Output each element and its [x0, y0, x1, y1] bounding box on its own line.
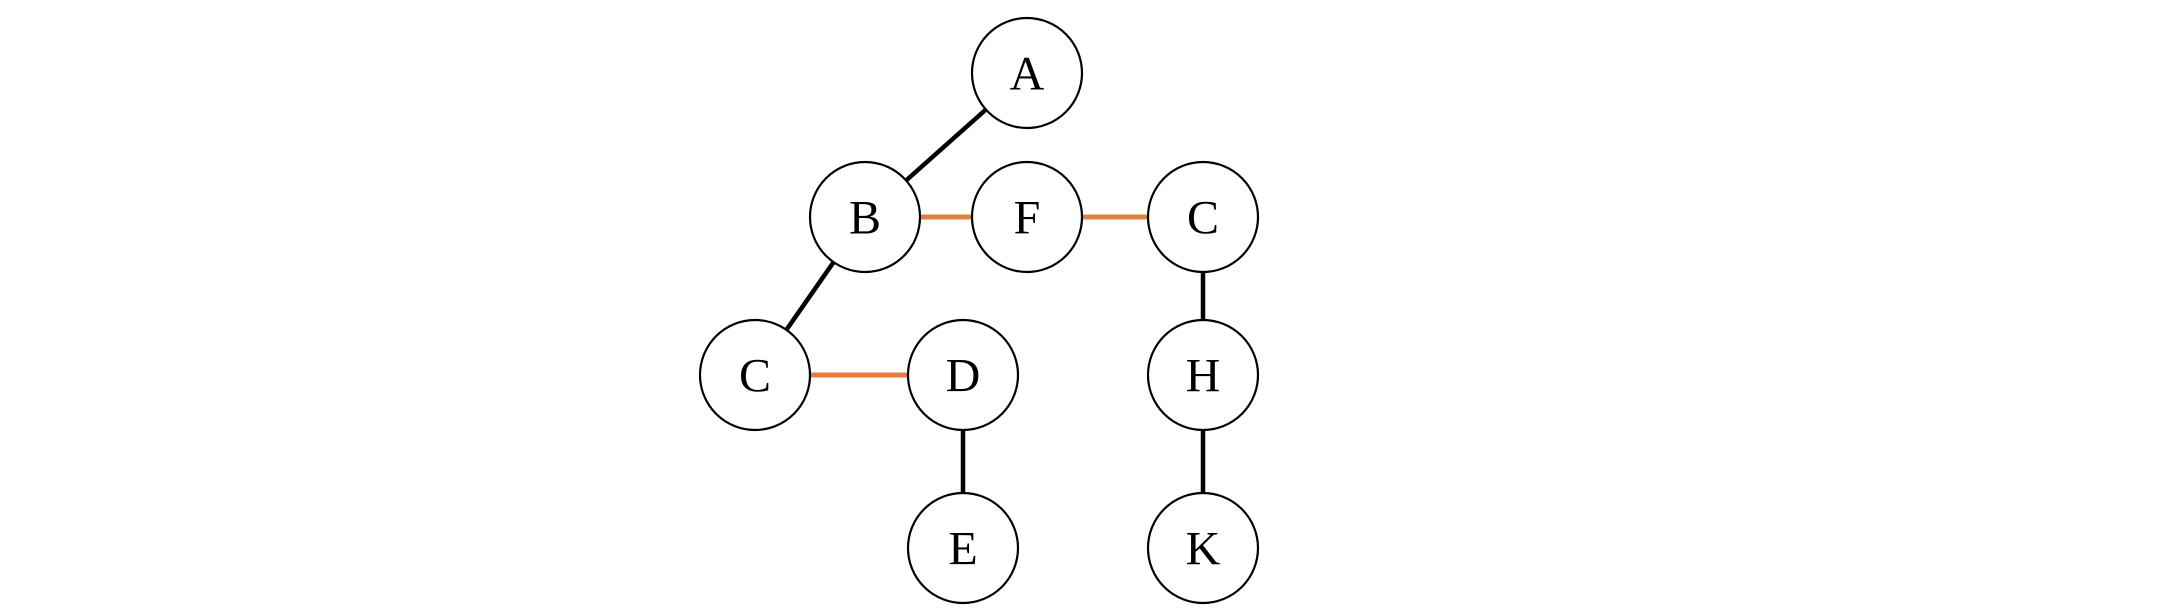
graph-node-a[interactable]: A: [970, 16, 1084, 130]
graph-node-k[interactable]: K: [1146, 491, 1260, 605]
node-label: C: [739, 350, 771, 403]
node-circle[interactable]: [970, 16, 1084, 130]
graph-node-b[interactable]: B: [808, 160, 922, 274]
node-label: K: [1186, 523, 1221, 576]
node-circle[interactable]: [808, 160, 922, 274]
graph-node-e[interactable]: E: [906, 491, 1020, 605]
graph-node-h[interactable]: H: [1146, 318, 1260, 432]
node-label: A: [1010, 48, 1045, 101]
node-circle[interactable]: [1146, 160, 1260, 274]
edges-layer: [784, 107, 1206, 494]
node-circle[interactable]: [906, 491, 1020, 605]
node-circle[interactable]: [906, 318, 1020, 432]
graph-node-f[interactable]: F: [970, 160, 1084, 274]
graph-node-c1[interactable]: C: [1146, 160, 1260, 274]
node-label: D: [946, 350, 981, 403]
node-label: H: [1186, 350, 1221, 403]
graph-node-c2[interactable]: C: [698, 318, 812, 432]
node-circle[interactable]: [1146, 318, 1260, 432]
graph-edge-b-c: [784, 260, 836, 332]
nodes-layer: A B F C C D H E K: [698, 16, 1260, 605]
node-circle[interactable]: [970, 160, 1084, 274]
node-circle[interactable]: [1146, 491, 1260, 605]
node-label: F: [1014, 192, 1041, 245]
node-label: B: [849, 192, 881, 245]
node-circle[interactable]: [698, 318, 812, 432]
node-label: C: [1187, 192, 1219, 245]
graph-node-d[interactable]: D: [906, 318, 1020, 432]
graph-edge-a-b: [903, 107, 989, 183]
node-label: E: [948, 523, 977, 576]
